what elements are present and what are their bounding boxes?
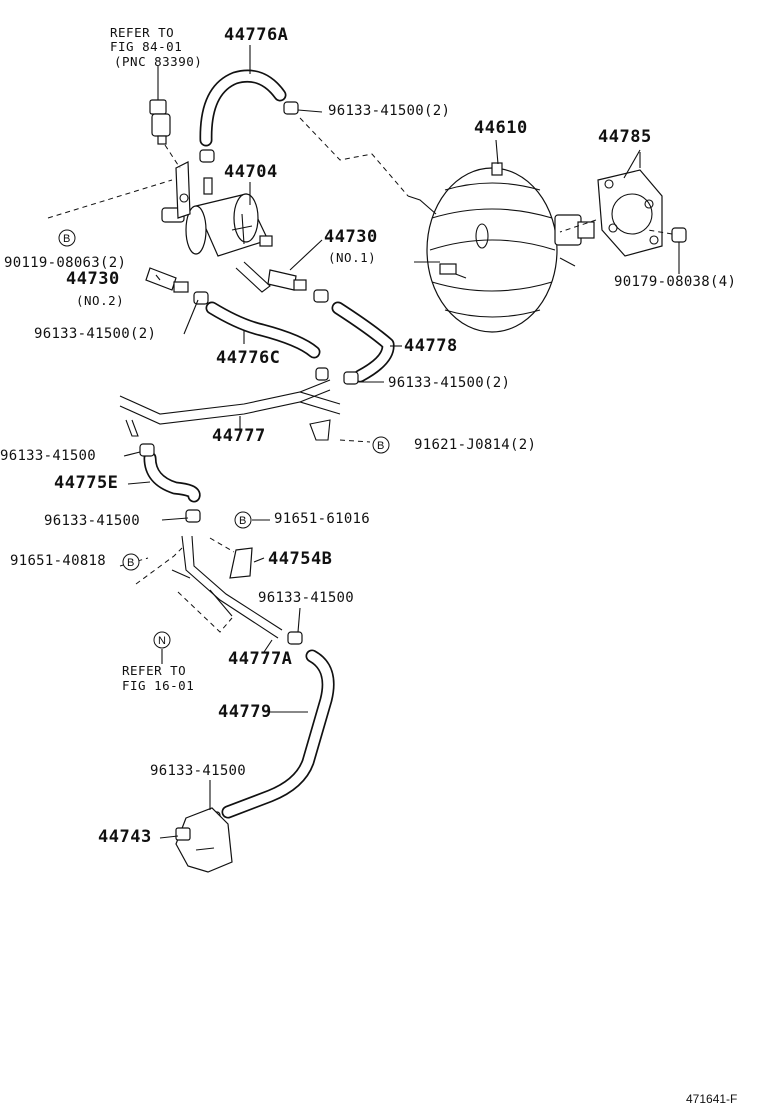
brake-booster-44610 bbox=[407, 162, 595, 333]
dashed-reference-lines bbox=[47, 117, 673, 633]
leader-lines bbox=[123, 45, 641, 839]
vacuum-pipe-44777a bbox=[171, 535, 283, 639]
no2-label: (NO.2) bbox=[76, 293, 125, 308]
b-circle-2: B bbox=[372, 436, 390, 454]
refer-84-01-line-3: (PNC 83390) bbox=[114, 54, 203, 69]
part-label-90179-08038[interactable]: 90179-08038(4) bbox=[614, 274, 737, 290]
part-label-44730-no1[interactable]: 44730 bbox=[324, 227, 378, 247]
no1-label: (NO.1) bbox=[328, 250, 377, 265]
b-symbol-text-2: B bbox=[377, 440, 384, 452]
part-label-44754b[interactable]: 44754B bbox=[268, 549, 333, 569]
part-label-96133-41500-2-c[interactable]: 96133-41500(2) bbox=[388, 375, 511, 391]
b-circle-1: B bbox=[58, 229, 76, 247]
b-symbol-text-4: B bbox=[127, 557, 134, 569]
b-symbol-text-1: B bbox=[63, 233, 70, 245]
part-label-44777a[interactable]: 44777A bbox=[228, 649, 293, 669]
part-label-96133-41500-c[interactable]: 96133-41500 bbox=[258, 590, 355, 606]
part-label-96133-41500-2-b[interactable]: 96133-41500(2) bbox=[34, 326, 157, 342]
part-label-44610[interactable]: 44610 bbox=[474, 118, 528, 138]
part-label-96133-41500-d[interactable]: 96133-41500 bbox=[150, 763, 247, 779]
part-label-91651-61016[interactable]: 91651-61016 bbox=[274, 511, 371, 527]
refer-84-01-line-1: REFER TO bbox=[110, 25, 175, 40]
refer-84-01-line-2: FIG 84-01 bbox=[110, 39, 183, 54]
hoses-upper bbox=[143, 69, 395, 503]
refer-16-01-line-2: FIG 16-01 bbox=[122, 678, 195, 693]
part-label-44779[interactable]: 44779 bbox=[218, 702, 272, 722]
part-label-44777[interactable]: 44777 bbox=[212, 426, 266, 446]
diagram-id: 471641-F bbox=[686, 1092, 738, 1106]
part-label-44778[interactable]: 44778 bbox=[404, 336, 458, 356]
part-label-44704[interactable]: 44704 bbox=[224, 162, 278, 182]
part-label-91621-j0814[interactable]: 91621-J0814(2) bbox=[414, 437, 537, 453]
part-label-96133-41500-b[interactable]: 96133-41500 bbox=[44, 513, 141, 529]
part-label-96133-41500-a[interactable]: 96133-41500 bbox=[0, 448, 97, 464]
part-label-44730-no2[interactable]: 44730 bbox=[66, 269, 120, 289]
part-label-91651-40818[interactable]: 91651-40818 bbox=[10, 553, 107, 569]
check-valve-44704 bbox=[161, 161, 273, 293]
part-label-96133-41500-2-a[interactable]: 96133-41500(2) bbox=[328, 103, 451, 119]
refer-16-01-line-1: REFER TO bbox=[122, 663, 187, 678]
gasket-44785 bbox=[597, 149, 687, 274]
part-label-44776a[interactable]: 44776A bbox=[224, 25, 289, 45]
part-label-44775e[interactable]: 44775E bbox=[54, 473, 119, 493]
reservoir-44743 bbox=[175, 807, 233, 873]
b-circle-3: B bbox=[234, 511, 252, 529]
check-valves-44730 bbox=[145, 267, 307, 293]
part-label-44743[interactable]: 44743 bbox=[98, 827, 152, 847]
vacuum-pipe-44777 bbox=[119, 379, 341, 441]
b-circle-4: B bbox=[122, 553, 140, 571]
part-label-44776c[interactable]: 44776C bbox=[216, 348, 281, 368]
b-symbol-text-3: B bbox=[239, 515, 246, 527]
part-label-44785[interactable]: 44785 bbox=[598, 127, 652, 147]
n-symbol-text: N bbox=[158, 635, 166, 647]
n-circle: N bbox=[153, 631, 171, 649]
sensor-refer-84-01 bbox=[149, 99, 171, 145]
hose-44779 bbox=[221, 649, 335, 819]
part-label-90119-08063[interactable]: 90119-08063(2) bbox=[4, 255, 127, 271]
